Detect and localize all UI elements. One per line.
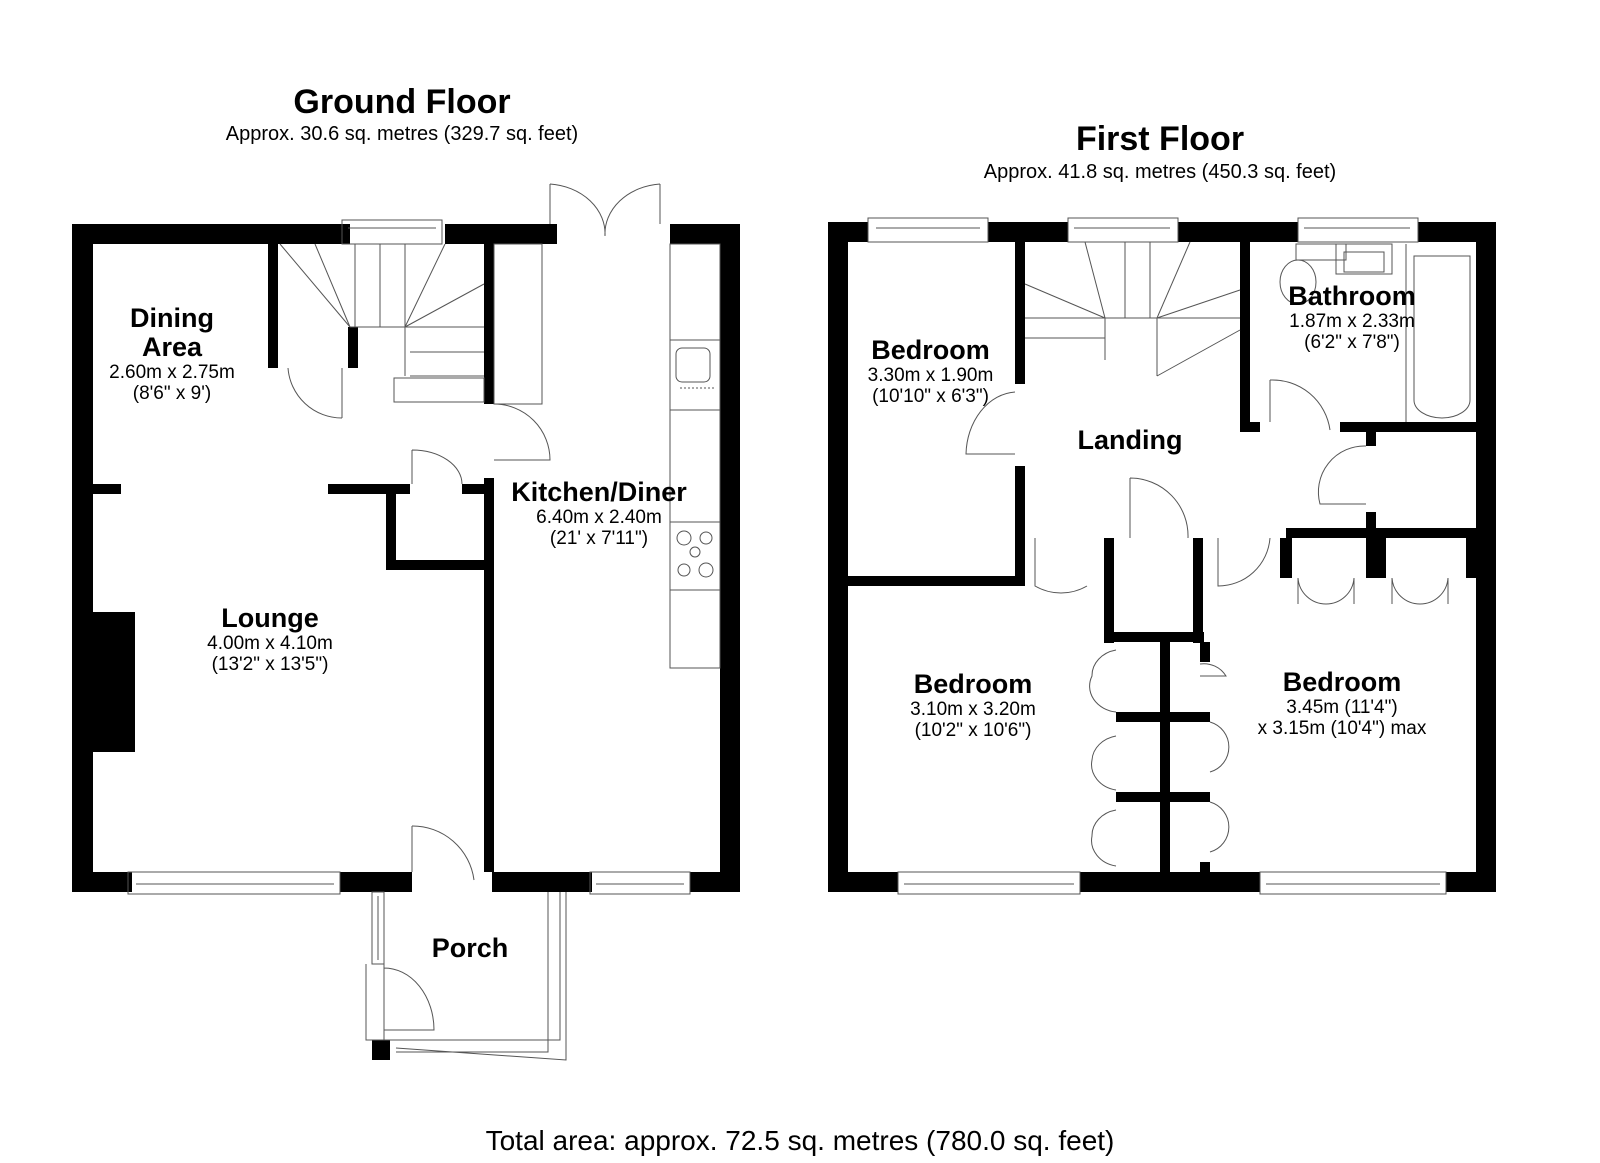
- room-dimension-imperial: (21' x 7'11"): [549, 528, 649, 549]
- ground-floor-area: Approx. 30.6 sq. metres (329.7 sq. feet): [225, 123, 579, 145]
- room-dimension-metric: 2.60m x 2.75m: [109, 362, 235, 383]
- room-name: Bedroom: [1282, 667, 1402, 697]
- first-floor-title: First Floor: [1075, 120, 1245, 158]
- room-bedroom-left: Bedroom 3.10m x 3.20m (10'2" x 10'6"): [868, 669, 1078, 742]
- first-floor-area: Approx. 41.8 sq. metres (450.3 sq. feet): [983, 161, 1337, 183]
- room-name: Landing: [1077, 425, 1183, 455]
- first-floor-plan: [828, 222, 1496, 892]
- room-dimension-metric: 3.10m x 3.20m: [910, 699, 1036, 720]
- room-name: Kitchen/Diner: [511, 477, 687, 507]
- room-dimension-imperial: (10'10" x 6'3"): [872, 386, 989, 407]
- room-dimension-imperial: (6'2" x 7'8"): [1304, 332, 1400, 353]
- room-dimension-metric: 4.00m x 4.10m: [207, 633, 333, 654]
- total-area: Total area: approx. 72.5 sq. metres (780…: [485, 1125, 1115, 1156]
- room-name: Lounge: [221, 603, 319, 633]
- room-dimension-imperial: (8'6" x 9'): [132, 383, 212, 404]
- room-dimension-imperial: (13'2" x 13'5"): [211, 654, 329, 675]
- room-name: Bedroom: [913, 669, 1033, 699]
- room-name: Bedroom: [871, 335, 990, 365]
- room-landing: Landing: [1050, 426, 1210, 455]
- room-kitchen-diner: Kitchen/Diner 6.40m x 2.40m (21' x 7'11"…: [494, 477, 704, 550]
- room-dimension-metric: 3.45m (11'4"): [1286, 697, 1398, 718]
- first-floor-fixtures: [867, 217, 1471, 895]
- room-dimension-metric: 3.30m x 1.90m: [867, 365, 994, 386]
- room-bedroom-small: Bedroom 3.30m x 1.90m (10'10" x 6'3"): [848, 335, 1013, 408]
- ground-floor-title: Ground Floor: [293, 83, 511, 121]
- room-porch: Porch: [400, 934, 540, 963]
- room-dimension-imperial: x 3.15m (10'4") max: [1257, 718, 1427, 739]
- ground-floor-fixtures: [127, 183, 721, 1061]
- room-lounge: Lounge 4.00m x 4.10m (13'2" x 13'5"): [170, 603, 370, 676]
- room-name-line2: Area: [141, 332, 203, 362]
- room-name: Dining: [130, 303, 214, 333]
- room-bedroom-right: Bedroom 3.45m (11'4") x 3.15m (10'4") ma…: [1222, 667, 1462, 740]
- ground-floor-plan: [72, 224, 740, 1060]
- room-name: Bathroom: [1288, 281, 1416, 311]
- room-dimension-metric: 6.40m x 2.40m: [536, 507, 662, 528]
- room-name: Porch: [431, 933, 509, 963]
- room-dimension-metric: 1.87m x 2.33m: [1289, 311, 1415, 332]
- room-dimension-imperial: (10'2" x 10'6"): [914, 720, 1032, 741]
- room-dining-area: Dining Area 2.60m x 2.75m (8'6" x 9'): [92, 303, 252, 405]
- room-bathroom: Bathroom 1.87m x 2.33m (6'2" x 7'8"): [1262, 281, 1442, 354]
